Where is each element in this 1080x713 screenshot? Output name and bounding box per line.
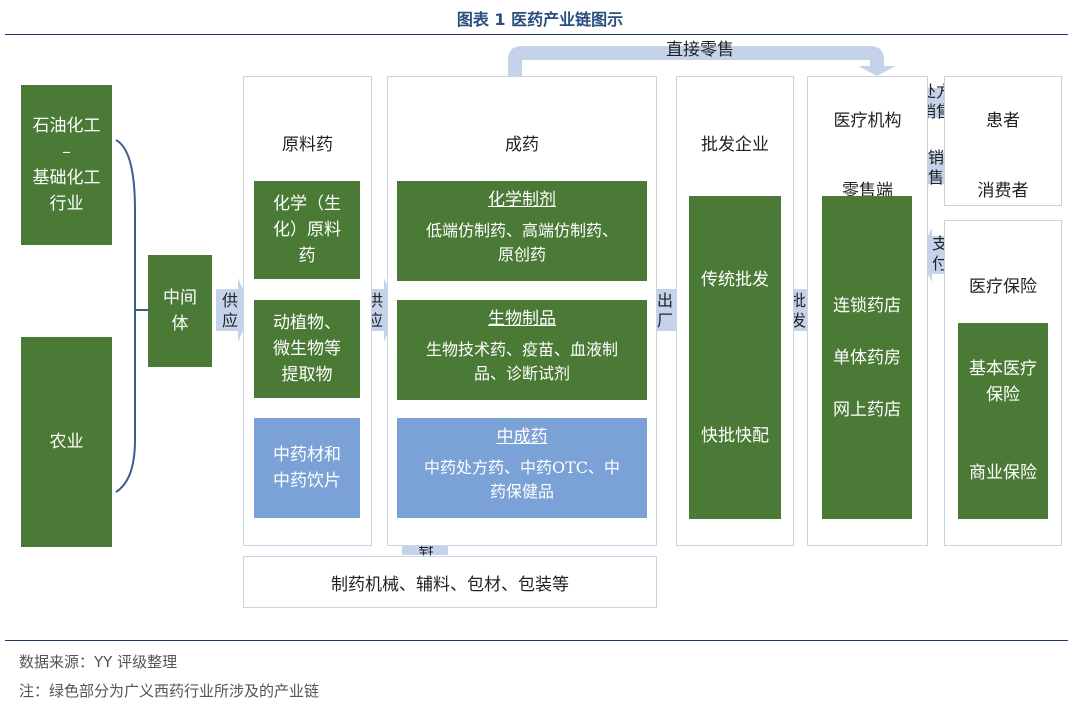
api-tcm-box: 中药材和 中药饮片	[254, 418, 360, 518]
api-extract-box: 动植物、 微生物等 提取物	[254, 300, 360, 398]
sale-label: 销 售	[927, 148, 944, 187]
tcm-drug-body: 中药处方药、中药OTC、中 药保健品	[423, 458, 621, 501]
retail-box: 连锁药店 单体药房 网上药店	[822, 196, 912, 519]
intermediate-box: 中间 体	[148, 255, 212, 367]
api-chemical-box: 化学（生 化）原料 药	[254, 181, 360, 279]
api-title: 原料药	[282, 135, 333, 155]
biologics-header: 生物制品	[488, 309, 556, 329]
tcm-drug-box: 中成药 中药处方药、中药OTC、中 药保健品	[397, 418, 647, 518]
patient-consumer-panel	[944, 76, 1062, 206]
biologics-body: 生物技术药、疫苗、血液制 品、诊断试剂	[425, 340, 618, 383]
drug-title: 成药	[505, 135, 539, 155]
chemical-formulation-header: 化学制剂	[488, 190, 556, 210]
raw-brace	[115, 139, 136, 493]
biologics-box: 生物制品 生物技术药、疫苗、血液制 品、诊断试剂	[397, 300, 647, 400]
ship-label: 出 厂	[656, 291, 673, 330]
agriculture-box: 农业	[21, 337, 112, 547]
footnote: 注：绿色部分为广义西药行业所涉及的产业链	[19, 682, 320, 700]
petrochemical-box: 石油化工 – 基础化工 行业	[21, 85, 112, 245]
medical-title: 医疗机构	[833, 111, 902, 131]
equipment-label: 制药机械、辅料、包材、包装等	[331, 574, 569, 595]
top-rule	[5, 34, 1068, 35]
data-source: 数据来源：YY 评级整理	[19, 653, 178, 671]
chemical-formulation-body: 低端仿制药、高端仿制药、 原创药	[425, 221, 618, 264]
patient-label: 患者	[986, 111, 1020, 131]
insurance-box: 基本医疗 保险 商业保险	[958, 323, 1048, 519]
direct-retail-label: 直接零售	[666, 40, 734, 60]
page-title: 图表 1 医药产业链图示	[456, 10, 624, 29]
direct-retail-arrow	[508, 46, 896, 76]
wholesaler-title: 批发企业	[701, 135, 769, 155]
supply-label-1: 供 应	[221, 291, 238, 330]
tcm-drug-header: 中成药	[496, 427, 548, 447]
pay-label: 支 付	[931, 234, 948, 273]
bottom-rule	[5, 640, 1068, 641]
insurance-title: 医疗保险	[969, 277, 1037, 297]
chemical-formulation-box: 化学制剂 低端仿制药、高端仿制药、 原创药	[397, 181, 647, 281]
wholesaler-box: 传统批发 快批快配	[689, 196, 781, 519]
equipment-panel: 制药机械、辅料、包材、包装等	[243, 556, 657, 608]
consumer-label: 消费者	[977, 181, 1029, 201]
